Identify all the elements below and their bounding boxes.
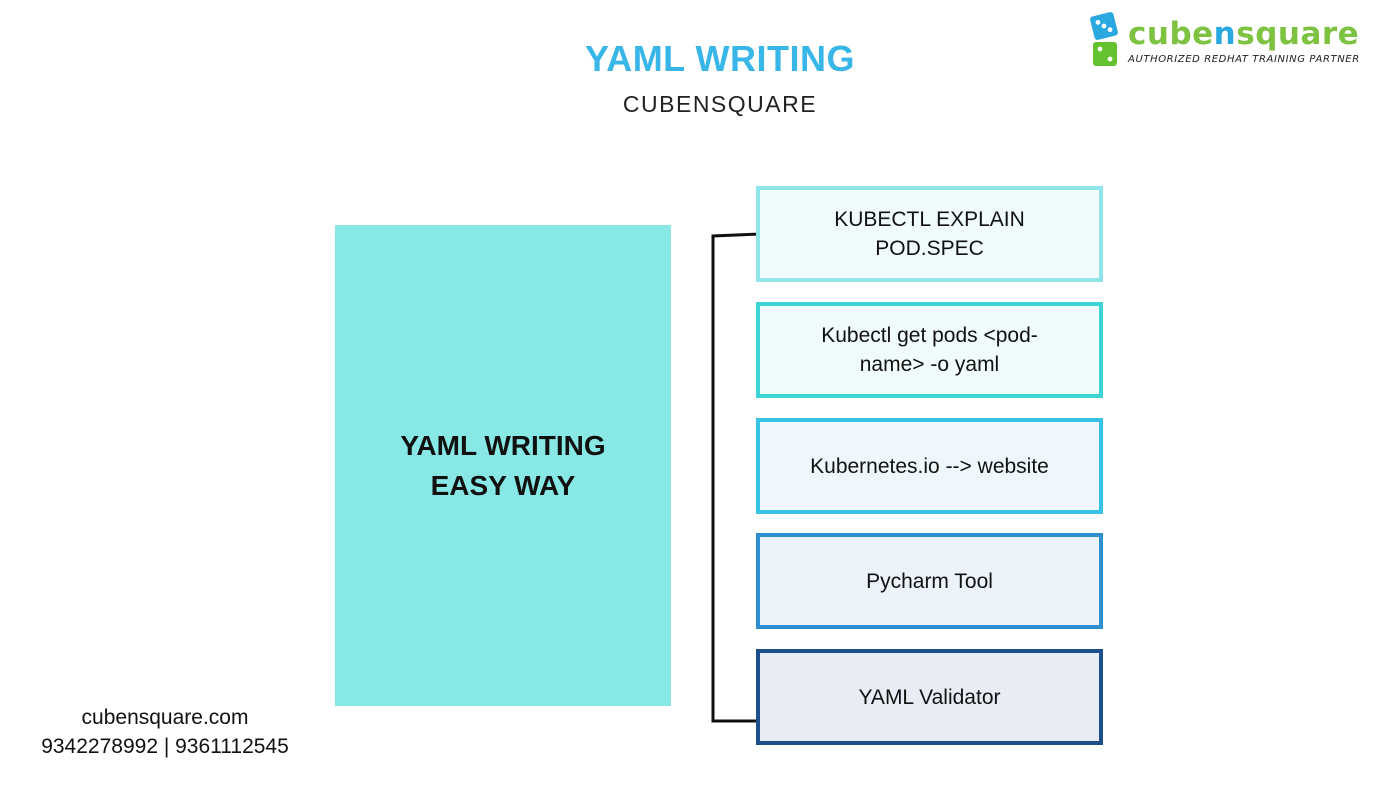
method-box-label: Kubectl get pods <pod-name> -o yaml: [821, 324, 1038, 376]
contact-footer: cubensquare.com 9342278992 | 9361112545: [20, 703, 310, 761]
main-topic-box: YAML WRITING EASY WAY: [335, 225, 671, 706]
method-box-label: Kubernetes.io --> website: [810, 454, 1049, 478]
phone-numbers: 9342278992 | 9361112545: [41, 735, 289, 758]
method-box-pycharm-tool: Pycharm Tool: [756, 533, 1103, 629]
page-subtitle: CUBENSQUARE: [622, 91, 818, 117]
method-box-label: Pycharm Tool: [866, 569, 993, 593]
main-topic-line-1: YAML WRITING: [400, 429, 606, 461]
brand-logo: cubensquare AUTHORIZED REDHAT TRAINING P…: [1088, 10, 1373, 72]
main-topic-line-2: EASY WAY: [430, 469, 576, 501]
bracket-connector: [711, 232, 761, 723]
logo-tagline: AUTHORIZED REDHAT TRAINING PARTNER: [1128, 54, 1360, 65]
website-text: cubensquare.com: [81, 706, 249, 729]
page-title: YAML WRITING: [584, 38, 855, 79]
dice-cubes-icon: [1090, 12, 1118, 66]
method-box-kubernetes-website: Kubernetes.io --> website: [756, 418, 1103, 514]
method-box-label: YAML Validator: [858, 685, 1001, 709]
method-box-label: KUBECTL EXPLAIN POD.SPEC: [834, 208, 1025, 260]
logo-wordmark: cubensquare: [1128, 16, 1360, 52]
method-box-kubectl-get-pods: Kubectl get pods <pod-name> -o yaml: [756, 302, 1103, 398]
method-box-yaml-validator: YAML Validator: [756, 649, 1103, 745]
method-box-kubectl-explain: KUBECTL EXPLAIN POD.SPEC: [756, 186, 1103, 282]
